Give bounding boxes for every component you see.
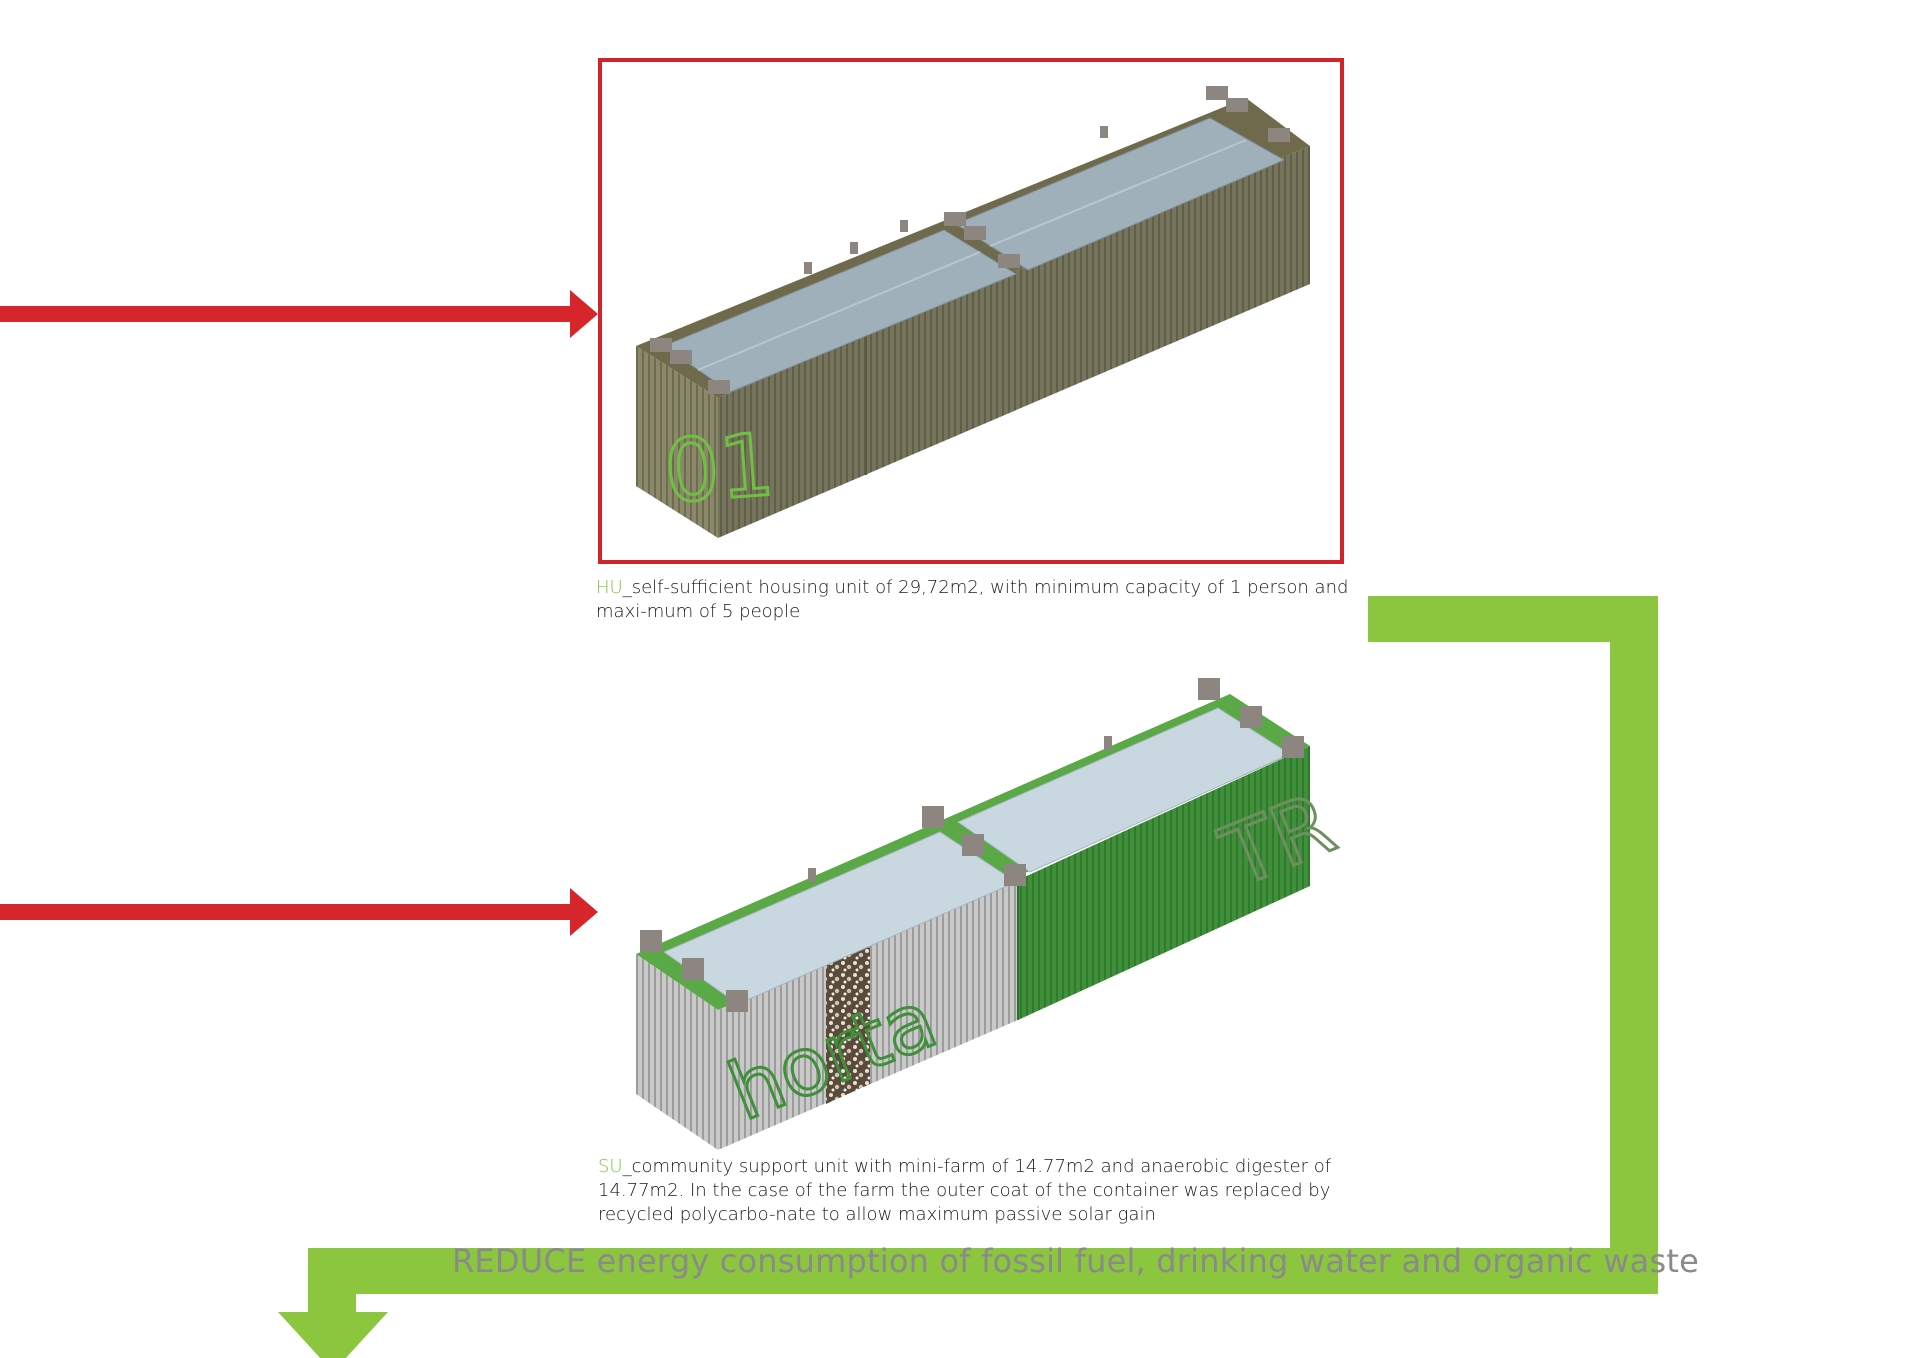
- unit-label-01: 01: [661, 415, 777, 522]
- housing-unit-caption: HU_self-sufficient housing unit of 29,72…: [596, 576, 1356, 624]
- reduce-statement: REDUCE energy consumption of fossil fuel…: [452, 1242, 1699, 1280]
- caption-code: SU: [598, 1156, 623, 1177]
- support-unit: horta TR: [636, 678, 1349, 1150]
- arrow-right-icon: [570, 290, 598, 338]
- arrow-down-icon: [278, 1312, 388, 1358]
- caption-text: _community support unit with mini-farm o…: [598, 1156, 1332, 1225]
- arrow-right-icon: [570, 888, 598, 936]
- input-arrow-top: [0, 290, 598, 338]
- caption-text: _self-sufficient housing unit of 29,72m2…: [596, 577, 1349, 622]
- support-unit-caption: SU_community support unit with mini-farm…: [598, 1155, 1358, 1227]
- highlight-frame: [598, 58, 1344, 564]
- green-flow-path: [278, 596, 1658, 1358]
- housing-unit-01: 01: [598, 58, 1344, 564]
- caption-code: HU: [596, 577, 623, 598]
- input-arrow-bottom: [0, 888, 598, 936]
